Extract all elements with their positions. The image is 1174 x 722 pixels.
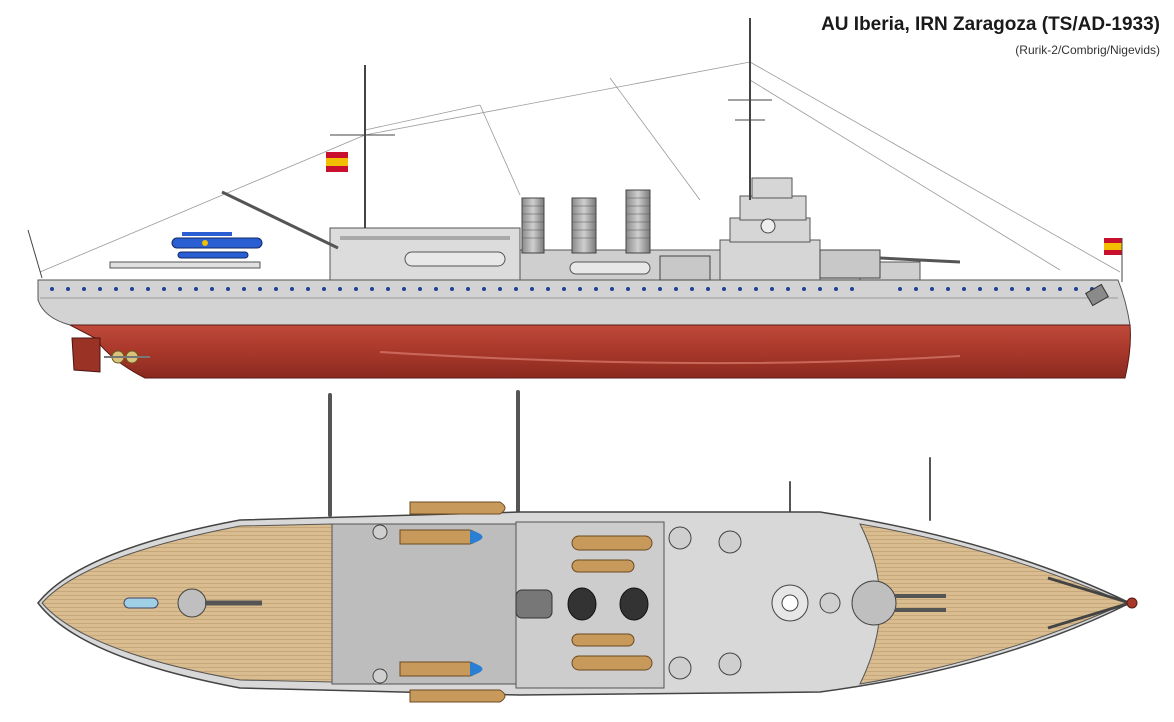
porthole (66, 287, 70, 291)
porthole (722, 287, 726, 291)
boats-side (109, 251, 651, 275)
top-masts (328, 390, 931, 522)
propeller-icon (104, 350, 150, 364)
funnels (521, 189, 651, 254)
porthole (898, 287, 902, 291)
porthole (562, 287, 566, 291)
porthole (98, 287, 102, 291)
porthole (482, 287, 486, 291)
funnel-tops (515, 587, 649, 621)
forward-superstructure (771, 580, 946, 626)
porthole (210, 287, 214, 291)
porthole (514, 287, 518, 291)
porthole (226, 287, 230, 291)
anchor-icon (1085, 283, 1109, 307)
bridge-tower (719, 177, 821, 281)
porthole (802, 287, 806, 291)
porthole (434, 287, 438, 291)
porthole (194, 287, 198, 291)
porthole (178, 287, 182, 291)
porthole (546, 287, 550, 291)
porthole (530, 287, 534, 291)
porthole (754, 287, 758, 291)
porthole (706, 287, 710, 291)
main-turrets-side (659, 249, 961, 281)
porthole (850, 287, 854, 291)
porthole (978, 287, 982, 291)
porthole (962, 287, 966, 291)
porthole (242, 287, 246, 291)
secondary-turrets (372, 524, 742, 684)
porthole (770, 287, 774, 291)
porthole (738, 287, 742, 291)
masts (330, 18, 772, 228)
porthole (914, 287, 918, 291)
spanish-flag-icon (1104, 238, 1122, 255)
porthole (498, 287, 502, 291)
aft-turret (123, 588, 262, 618)
porthole (354, 287, 358, 291)
porthole (674, 287, 678, 291)
porthole (290, 287, 294, 291)
porthole (658, 287, 662, 291)
porthole (370, 287, 374, 291)
porthole (834, 287, 838, 291)
porthole (786, 287, 790, 291)
porthole (578, 287, 582, 291)
rudder (71, 337, 101, 373)
porthole (322, 287, 326, 291)
drawing-title: AU Iberia, IRN Zaragoza (TS/AD-1933) (821, 14, 1160, 35)
spanish-flag-icon (326, 152, 348, 172)
porthole (466, 287, 470, 291)
porthole (930, 287, 934, 291)
porthole (946, 287, 950, 291)
porthole (1074, 287, 1078, 291)
hull-upper (37, 279, 1131, 326)
porthole (130, 287, 134, 291)
porthole (338, 287, 342, 291)
porthole (258, 287, 262, 291)
porthole (306, 287, 310, 291)
drawing-credits: (Rurik-2/Combrig/Nigevids) (1015, 43, 1160, 57)
porthole (1042, 287, 1046, 291)
porthole (274, 287, 278, 291)
porthole (1058, 287, 1062, 291)
porthole (1026, 287, 1030, 291)
rigging (39, 61, 1121, 273)
porthole (418, 287, 422, 291)
porthole (626, 287, 630, 291)
porthole (818, 287, 822, 291)
porthole (386, 287, 390, 291)
midship-deck (331, 523, 517, 685)
fore-deck (859, 523, 1128, 685)
porthole (690, 287, 694, 291)
porthole (114, 287, 118, 291)
porthole (642, 287, 646, 291)
porthole (162, 287, 166, 291)
side-profile (27, 18, 1131, 379)
hull-lower-antifouling (69, 324, 1131, 379)
top-view (37, 390, 1138, 703)
porthole (994, 287, 998, 291)
porthole (594, 287, 598, 291)
porthole (450, 287, 454, 291)
porthole (1010, 287, 1014, 291)
bow-gear (1047, 576, 1131, 630)
porthole (50, 287, 54, 291)
boats-top (399, 501, 653, 703)
porthole (402, 287, 406, 291)
aircraft-crane (221, 190, 339, 250)
porthole (610, 287, 614, 291)
seaplane-icon (171, 232, 263, 259)
porthole (146, 287, 150, 291)
porthole (82, 287, 86, 291)
